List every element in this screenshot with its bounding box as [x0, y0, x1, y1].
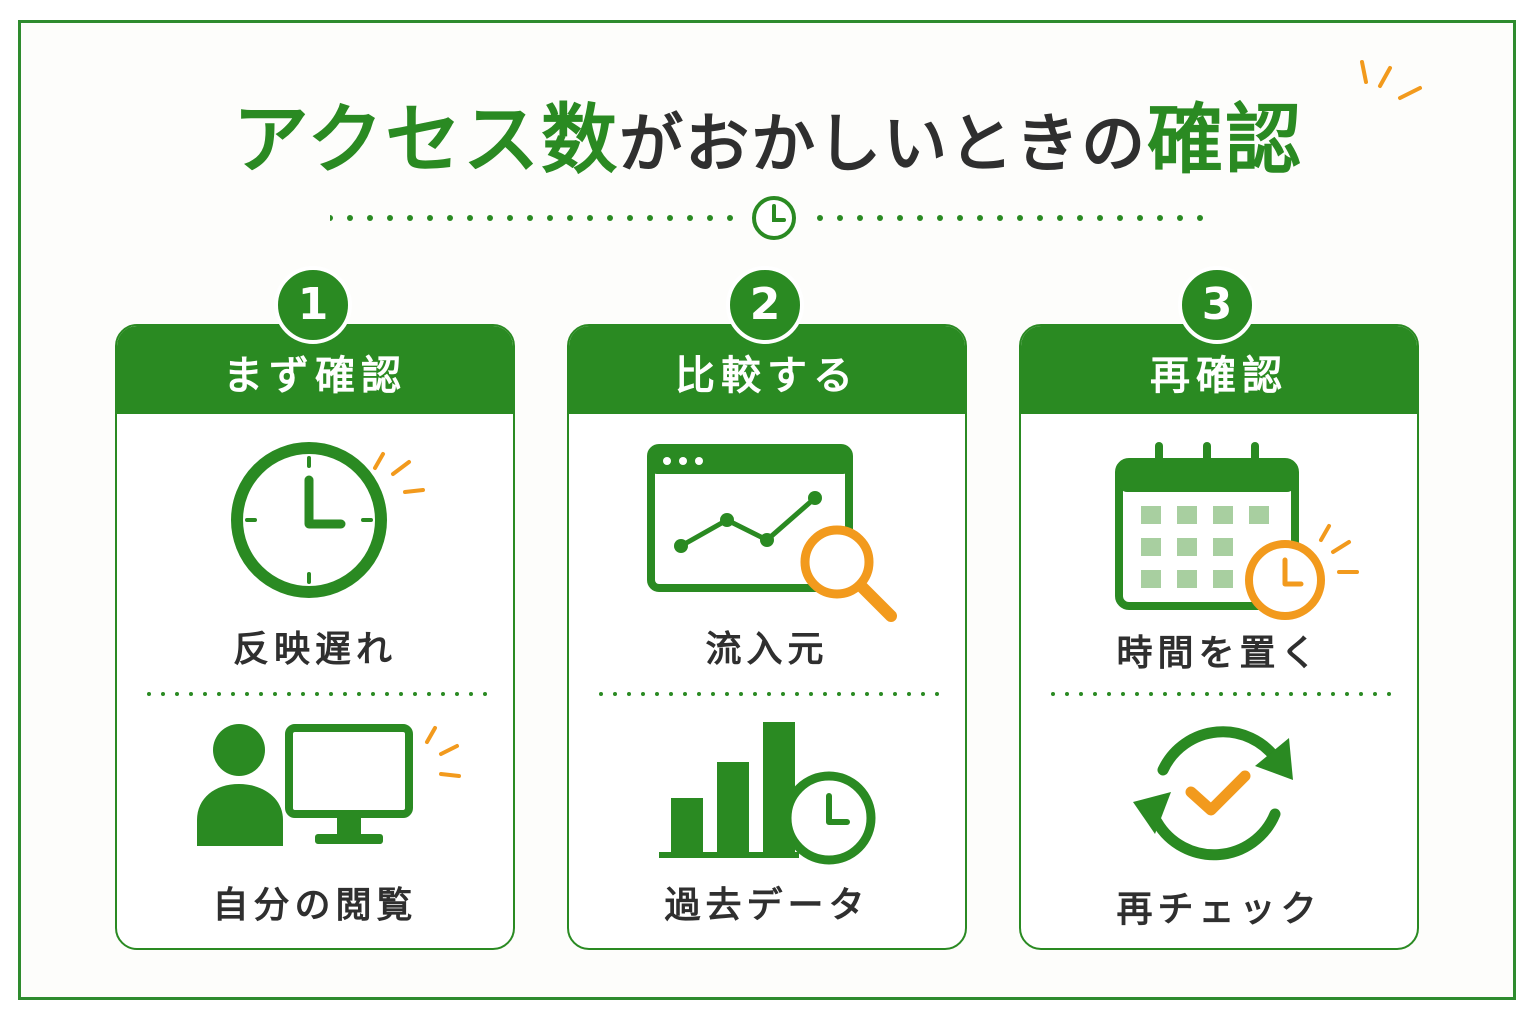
item-label-3-1: 時間を置く	[1116, 633, 1322, 674]
item-label-1-1: 反映遅れ	[232, 629, 397, 670]
item-label-1-2: 自分の閲覧	[212, 885, 418, 926]
step-number-badge-1: 1	[274, 266, 352, 344]
bar-chart-clock-icon	[659, 722, 876, 865]
item-label-3-2: 再チェック	[1116, 889, 1322, 930]
calendar-clock-icon	[1115, 442, 1359, 620]
sparkle-icon	[1360, 60, 1422, 100]
title-part-2: がおかしいときの	[619, 108, 1148, 182]
step-number-badge-2: 2	[726, 266, 804, 344]
clock-icon	[231, 442, 425, 598]
card-divider	[599, 692, 939, 696]
page-title: アクセス数がおかしいときの確認	[0, 92, 1536, 193]
step-card-1: まず確認 反映遅れ 自分の閲覧	[115, 324, 515, 950]
title-divider	[330, 196, 1203, 240]
browser-chart-search-icon	[647, 444, 897, 622]
step-card-2: 比較する 流入元 過去データ	[567, 324, 967, 950]
card-divider	[147, 692, 487, 696]
title-part-1: アクセス数	[232, 95, 620, 184]
person-monitor-icon	[197, 724, 461, 846]
item-label-2-1: 流入元	[705, 629, 829, 670]
title-part-3: 確認	[1147, 95, 1304, 184]
item-label-2-2: 過去データ	[664, 885, 870, 926]
step-card-3: 再確認 時間を置く 再チェック	[1019, 324, 1419, 950]
card-divider	[1051, 692, 1391, 696]
step-number-badge-3: 3	[1178, 266, 1256, 344]
refresh-check-icon	[1133, 726, 1293, 861]
